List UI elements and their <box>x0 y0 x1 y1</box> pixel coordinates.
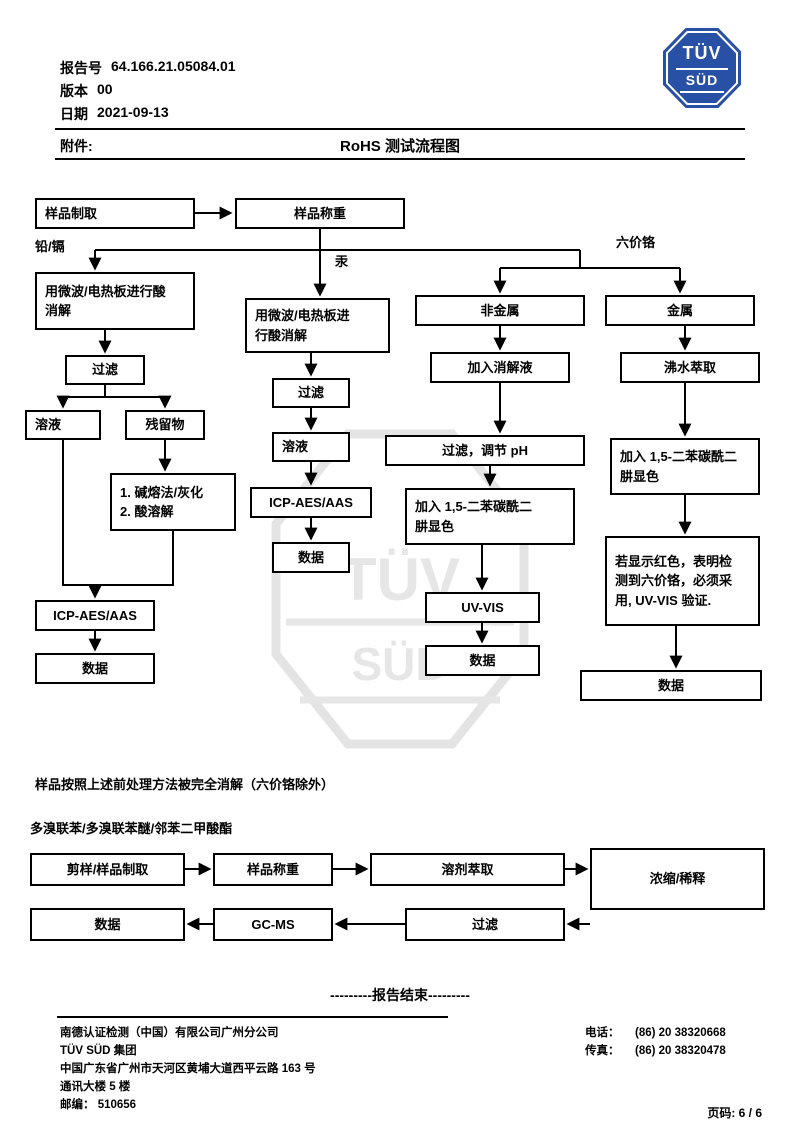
digestion-note: 样品按照上述前处理方法被完全消解（六价铬除外） <box>35 777 335 792</box>
company-postcode: 邮编： 510656 <box>60 1099 137 1111</box>
node-acid-digestion-hg: 用微波/电热板进 行酸消解 <box>245 298 390 353</box>
node-solution-hg: 溶液 <box>272 432 350 462</box>
fax-label: 传真： <box>585 1045 620 1057</box>
logo-sud-text: SÜD <box>685 72 719 88</box>
attachment-label: 附件: <box>60 138 93 154</box>
branch-label-lead-cadmium: 铅/镉 <box>35 239 65 254</box>
tuv-sud-logo: TÜV SÜD <box>663 28 741 108</box>
company-name: 南德认证检测（中国）有限公司广州分公司 <box>60 1027 279 1039</box>
node-solution-pbcd: 溶液 <box>25 410 101 440</box>
node-filter-pbcd: 过滤 <box>65 355 145 385</box>
header-rule-top <box>55 128 745 130</box>
node-data-hg: 数据 <box>272 542 350 573</box>
report-end-marker: ---------报告结束--------- <box>330 987 470 1003</box>
node-icp-aes-aas-pbcd: ICP-AES/AAS <box>35 600 155 631</box>
node-filter-hg: 过滤 <box>272 378 350 408</box>
company-address-block: 南德认证检测（中国）有限公司广州分公司 TÜV SÜD 集团 中国广东省广州市天… <box>60 1024 316 1114</box>
node-metal: 金属 <box>605 295 755 326</box>
version-row: 版本 00 <box>60 81 113 101</box>
node-color-development-nonmetal: 加入 1,5-二苯碳酰二 肼显色 <box>405 488 575 545</box>
branch-label-hexavalent-chromium: 六价铬 <box>616 235 656 250</box>
version-value: 00 <box>97 81 113 97</box>
node-sample-weighing-2: 样品称重 <box>213 853 333 886</box>
node-residue: 残留物 <box>125 410 205 440</box>
node-uv-vis: UV-VIS <box>425 592 540 623</box>
phone-row: 电话： (86) 20 38320668 <box>585 1024 726 1042</box>
node-data-pbcd: 数据 <box>35 653 155 684</box>
node-solvent-extraction: 溶剂萃取 <box>370 853 565 886</box>
report-number-row: 报告号 64.166.21.05084.01 <box>60 58 236 78</box>
branch-label-mercury: 汞 <box>335 254 349 269</box>
date-row: 日期 2021-09-13 <box>60 104 169 124</box>
node-nonmetal: 非金属 <box>415 295 585 326</box>
logo-divider-2 <box>680 91 724 93</box>
node-data-metal: 数据 <box>580 670 762 701</box>
fax-row: 传真： (86) 20 38320478 <box>585 1042 726 1060</box>
report-number-label: 报告号 <box>60 60 102 76</box>
page-title: RoHS 测试流程图 <box>339 138 460 155</box>
node-icp-aes-aas-hg: ICP-AES/AAS <box>250 487 372 518</box>
node-concentrate-dilute: 浓缩/稀释 <box>590 848 765 910</box>
report-number-value: 64.166.21.05084.01 <box>111 58 236 74</box>
node-add-digestion-solution: 加入消解液 <box>430 352 570 383</box>
node-boiling-water-extraction: 沸水萃取 <box>620 352 760 383</box>
node-sample-preparation: 样品制取 <box>35 198 195 229</box>
pbb-pbde-phthalates-heading: 多溴联苯/多溴联苯醚/邻苯二甲酸酯 <box>30 821 233 836</box>
header-rule-bottom <box>55 158 745 160</box>
company-group: TÜV SÜD 集团 <box>60 1045 137 1057</box>
node-gc-ms: GC-MS <box>213 908 333 941</box>
phone-label: 电话： <box>585 1027 620 1039</box>
node-filter-2: 过滤 <box>405 908 565 941</box>
node-data-2: 数据 <box>30 908 185 941</box>
node-data-nonmetal: 数据 <box>425 645 540 676</box>
version-label: 版本 <box>60 83 88 99</box>
company-address-2: 通讯大楼 5 楼 <box>60 1081 131 1093</box>
page-number: 页码: 6 / 6 <box>707 1106 762 1120</box>
phone-value: (86) 20 38320668 <box>635 1027 726 1039</box>
contact-block: 电话： (86) 20 38320668 传真： (86) 20 3832047… <box>585 1024 726 1060</box>
node-red-color-verification-note: 若显示红色，表明检 测到六价铬，必须采 用, UV-VIS 验证. <box>605 536 760 626</box>
date-value: 2021-09-13 <box>97 104 169 120</box>
node-sample-weighing: 样品称重 <box>235 198 405 229</box>
logo-tuv-text: TÜV <box>682 43 722 63</box>
company-address-1: 中国广东省广州市天河区黄埔大道西平云路 163 号 <box>60 1063 316 1075</box>
node-filter-adjust-ph: 过滤，调节 pH <box>385 435 585 466</box>
logo-divider-1 <box>676 68 728 70</box>
node-alkali-fusion-ashing: 1. 碱熔法/灰化 2. 酸溶解 <box>110 473 236 531</box>
date-label: 日期 <box>60 106 88 122</box>
footer-rule <box>57 1016 448 1018</box>
node-color-development-metal: 加入 1,5-二苯碳酰二 肼显色 <box>610 438 760 495</box>
node-cut-sample-preparation: 剪样/样品制取 <box>30 853 185 886</box>
node-acid-digestion-pbcd: 用微波/电热板进行酸 消解 <box>35 272 195 330</box>
fax-value: (86) 20 38320478 <box>635 1045 726 1057</box>
